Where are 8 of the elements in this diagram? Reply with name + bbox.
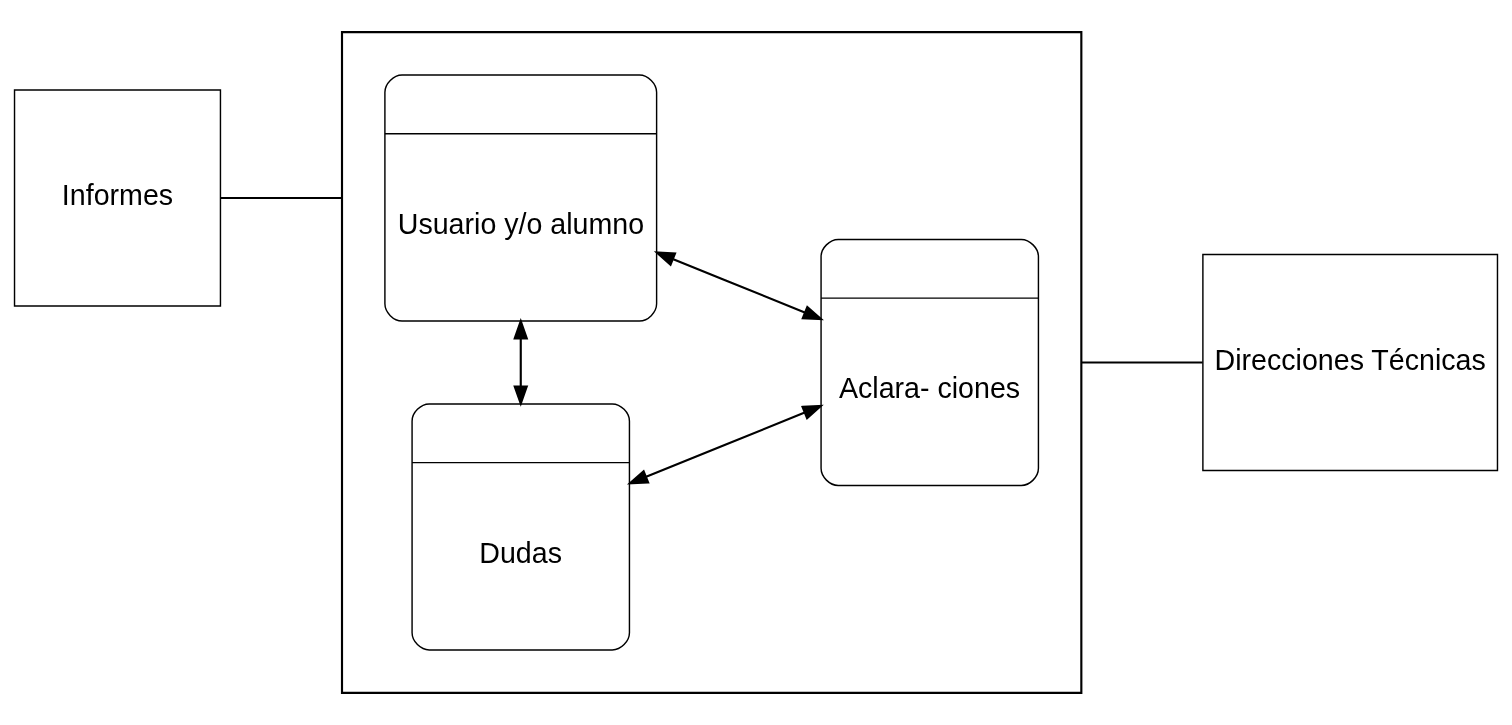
node-box: Informes xyxy=(13,89,222,307)
arrow xyxy=(626,404,824,485)
arrow xyxy=(513,318,529,407)
arrow xyxy=(653,251,824,321)
node-box: Direcciones Técnicas xyxy=(1202,253,1499,472)
connector xyxy=(220,196,342,200)
cluster xyxy=(340,31,1083,694)
connector xyxy=(1081,361,1203,364)
